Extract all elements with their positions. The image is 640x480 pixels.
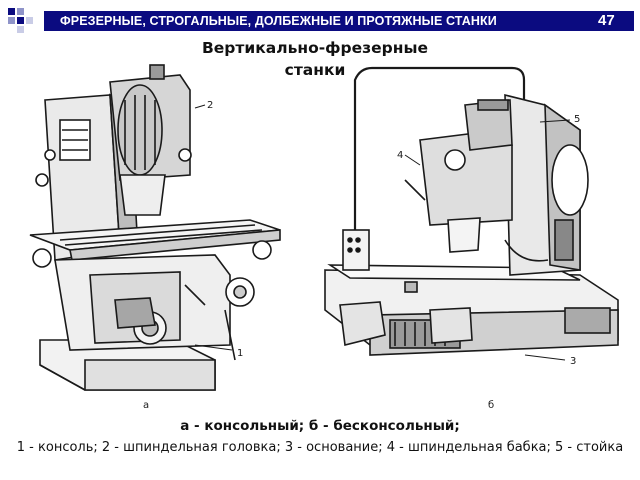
- decor-square: [8, 17, 15, 24]
- callout-1: 1: [237, 348, 243, 359]
- figure-label-a: а: [143, 400, 149, 411]
- caption-legend: 1 - консоль; 2 - шпиндельная головка; 3 …: [16, 440, 624, 455]
- header-band: [44, 11, 634, 31]
- machines-illustration: 1 2 3 4 5 а б: [0, 60, 640, 415]
- machine-a-drawing: [29, 64, 281, 391]
- callout-3: 3: [570, 356, 576, 367]
- decor-square: [26, 17, 33, 24]
- slide-header: ФРЕЗЕРНЫЕ, СТРОГАЛЬНЫЕ, ДОЛБЕЖНЫЕ И ПРОТ…: [0, 8, 640, 33]
- callout-5: 5: [574, 114, 580, 125]
- callout-4: 4: [397, 150, 403, 161]
- caption-types: а - консольный; б - бесконсольный;: [180, 418, 460, 434]
- callout-lines: [194, 104, 571, 361]
- callout-2: 2: [207, 100, 213, 111]
- machine-b-drawing: [324, 66, 619, 356]
- decor-square: [17, 17, 24, 24]
- page-number: 47: [598, 12, 615, 29]
- decor-square: [17, 8, 24, 15]
- slide-title: Вертикально-фрезерные станки: [201, 39, 429, 79]
- figure-label-b: б: [488, 400, 494, 411]
- decor-square: [8, 8, 15, 15]
- header-title: ФРЕЗЕРНЫЕ, СТРОГАЛЬНЫЕ, ДОЛБЕЖНЫЕ И ПРОТ…: [60, 14, 497, 28]
- decor-square: [17, 26, 24, 33]
